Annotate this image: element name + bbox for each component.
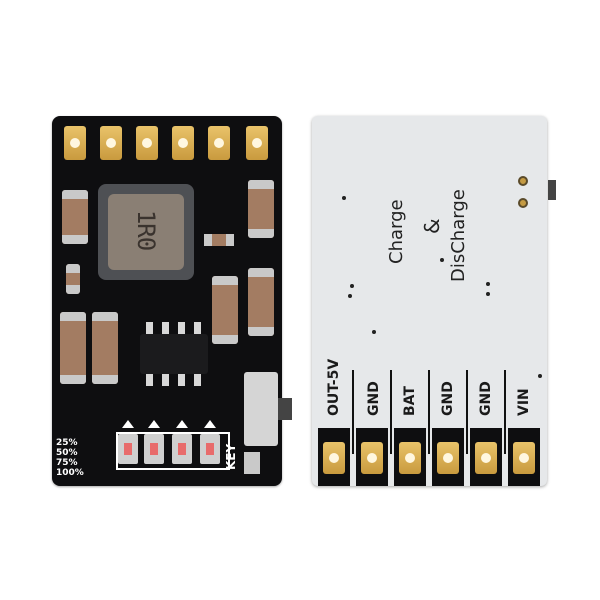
led-indicator bbox=[200, 434, 220, 464]
ic-pin bbox=[162, 322, 169, 334]
ic-pin bbox=[146, 322, 153, 334]
inductor-marking: 1R0 bbox=[132, 209, 160, 251]
pin-label-vin: VIN bbox=[516, 388, 532, 416]
via-hole bbox=[518, 176, 528, 186]
solder-pad bbox=[136, 126, 158, 160]
solder-pad bbox=[361, 442, 383, 474]
key-label: KEY bbox=[224, 443, 238, 470]
ic-pin bbox=[146, 374, 153, 386]
pin-label-bat: BAT bbox=[402, 386, 418, 416]
silk-divider bbox=[428, 370, 430, 454]
percent-label: 100% bbox=[56, 468, 84, 478]
silk-divider bbox=[390, 370, 392, 454]
pad-mask bbox=[318, 428, 350, 486]
silk-divider bbox=[352, 370, 354, 454]
resistor bbox=[204, 234, 234, 246]
capacitor bbox=[212, 276, 238, 344]
inductor: 1R0 bbox=[98, 184, 194, 280]
capacitor bbox=[248, 268, 274, 336]
switch-knob bbox=[278, 398, 292, 420]
capacitor bbox=[60, 312, 86, 384]
capacitor bbox=[92, 312, 118, 384]
switch-edge bbox=[548, 180, 556, 200]
pad-mask bbox=[394, 428, 426, 486]
led-arrow-icon bbox=[122, 420, 134, 428]
solder-pad bbox=[437, 442, 459, 474]
capacitor bbox=[62, 190, 88, 244]
solder-pad bbox=[64, 126, 86, 160]
led-indicator bbox=[118, 434, 138, 464]
percent-label: 25% bbox=[56, 438, 78, 448]
via-dot bbox=[342, 196, 346, 200]
percent-label: 50% bbox=[56, 448, 78, 458]
pad-mask bbox=[432, 428, 464, 486]
solder-pad bbox=[513, 442, 535, 474]
via-dot bbox=[350, 284, 354, 288]
silk-divider bbox=[466, 370, 468, 454]
led-outline bbox=[116, 432, 230, 470]
pin-label-gnd: GND bbox=[366, 381, 382, 416]
pad-mask bbox=[470, 428, 502, 486]
title-line-charge: Charge bbox=[386, 199, 407, 264]
pad-mask bbox=[508, 428, 540, 486]
via-hole bbox=[518, 198, 528, 208]
solder-pad bbox=[208, 126, 230, 160]
led-arrow-icon bbox=[148, 420, 160, 428]
via-dot bbox=[486, 282, 490, 286]
title-line-discharge: DisCharge bbox=[448, 189, 469, 282]
solder-pad bbox=[172, 126, 194, 160]
via-dot bbox=[440, 258, 444, 262]
ic-pin bbox=[178, 374, 185, 386]
pcb-back-side: Charge & DisCharge OUT-5V GND BAT GND GN… bbox=[312, 116, 547, 486]
inductor-core: 1R0 bbox=[108, 194, 184, 270]
solder-pad bbox=[246, 126, 268, 160]
led-arrow-icon bbox=[176, 420, 188, 428]
ic-pin bbox=[178, 322, 185, 334]
solder-pad bbox=[475, 442, 497, 474]
via-dot bbox=[348, 294, 352, 298]
ic-chip bbox=[140, 322, 208, 386]
slide-switch bbox=[244, 372, 292, 446]
silk-divider bbox=[504, 370, 506, 454]
solder-pad bbox=[399, 442, 421, 474]
pin-label-out-5v: OUT-5V bbox=[326, 358, 342, 416]
pin-label-gnd: GND bbox=[478, 381, 494, 416]
via-dot bbox=[372, 330, 376, 334]
led-arrow-icon bbox=[204, 420, 216, 428]
pin-label-gnd: GND bbox=[440, 381, 456, 416]
percent-label: 75% bbox=[56, 458, 78, 468]
via-dot bbox=[538, 374, 542, 378]
pcb-front-side: 1R0 25% 50% 75% 100% KEY bbox=[52, 116, 292, 486]
ic-pin bbox=[162, 374, 169, 386]
title-line-and: & bbox=[420, 218, 444, 234]
solder-pad bbox=[323, 442, 345, 474]
led-indicator bbox=[172, 434, 192, 464]
led-indicator bbox=[144, 434, 164, 464]
pad-mask bbox=[356, 428, 388, 486]
via-dot bbox=[486, 292, 490, 296]
small-capacitor bbox=[66, 264, 80, 294]
key-pad bbox=[244, 452, 260, 474]
ic-pin bbox=[194, 374, 201, 386]
capacitor bbox=[248, 180, 274, 238]
solder-pad bbox=[100, 126, 122, 160]
ic-pin bbox=[194, 322, 201, 334]
